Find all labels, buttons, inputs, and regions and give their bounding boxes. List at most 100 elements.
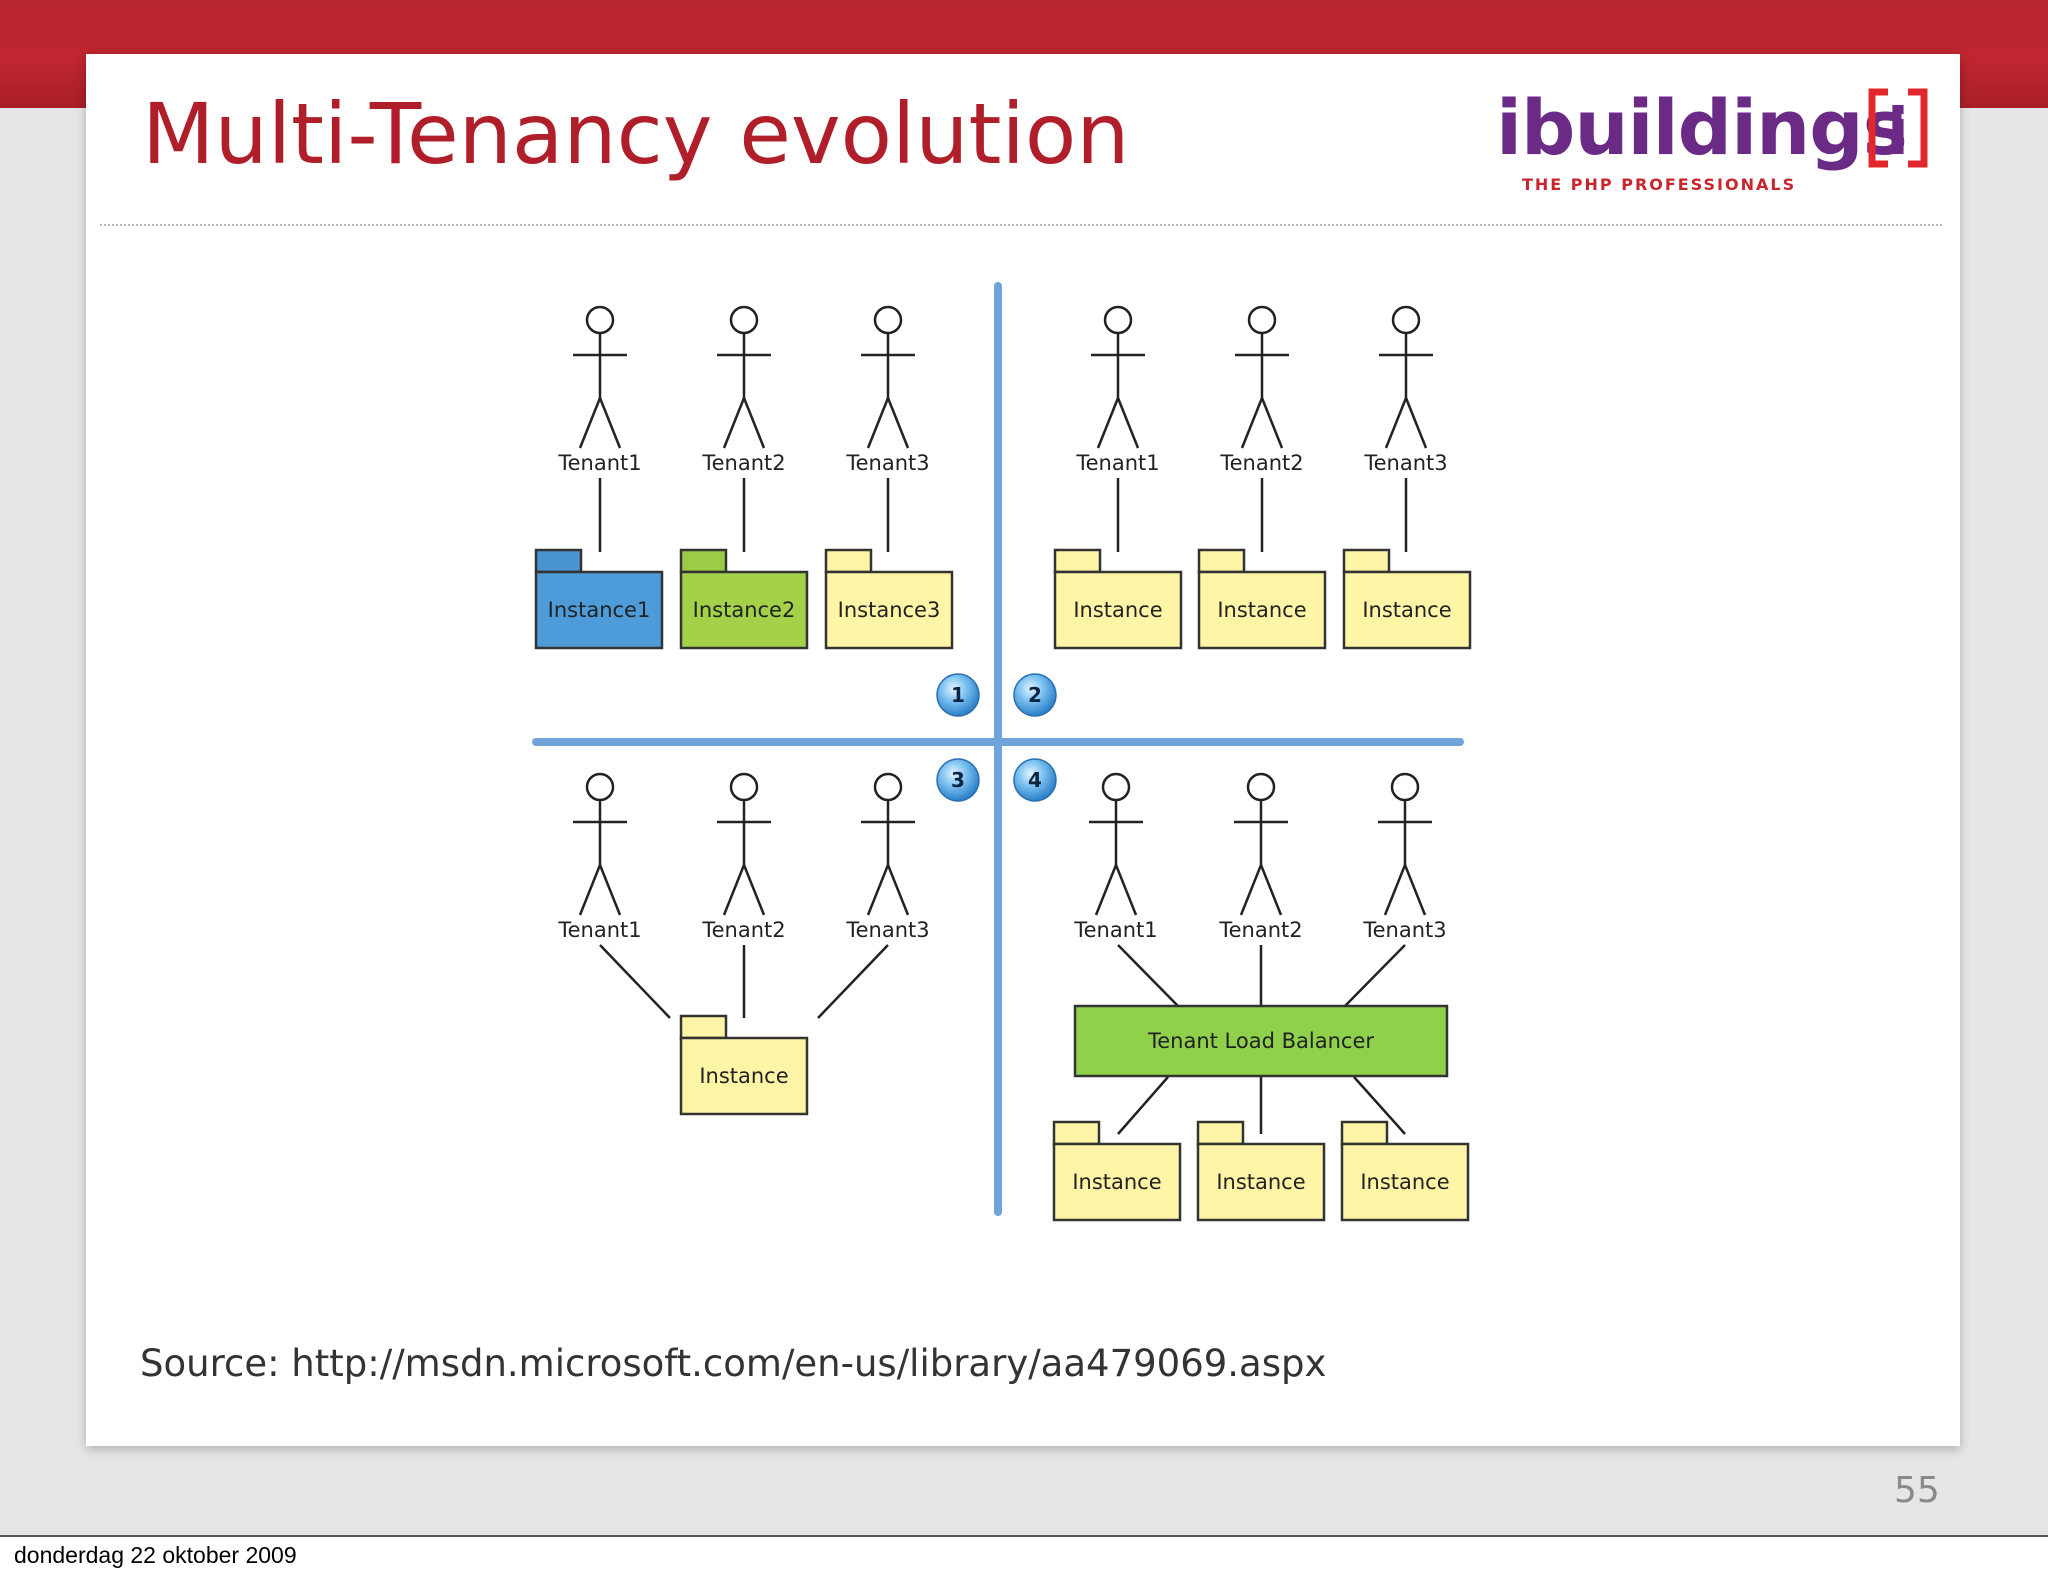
package-tab <box>1342 548 1391 574</box>
actor-icon <box>1390 772 1420 802</box>
tenant-label: Tenant3 <box>845 451 929 475</box>
tenant-label: Tenant3 <box>845 918 929 942</box>
actor-icon <box>1247 305 1277 335</box>
page-number: 55 <box>1894 1470 1940 1511</box>
package-body <box>534 570 664 650</box>
instance-package: Instance2 <box>679 548 809 650</box>
instance-label: Instance2 <box>693 598 796 622</box>
tenant-actor: Tenant2 <box>1219 305 1304 475</box>
actor-icon <box>585 772 615 802</box>
package-body <box>1342 570 1472 650</box>
tenant-actor: Tenant3 <box>845 305 930 475</box>
instance-label: Instance <box>1073 598 1162 622</box>
badge-number: 3 <box>951 768 965 792</box>
package-tab <box>534 548 583 574</box>
quadrant-1: Tenant1 Tenant2 Tenant3 Instance1 <box>534 305 954 650</box>
tenant-actor: Tenant1 <box>1075 305 1160 475</box>
actor-icon <box>729 772 759 802</box>
connector-line <box>1117 1076 1169 1135</box>
tenant-actor: Tenant3 <box>845 772 930 942</box>
quadrant-badge-4: 4 <box>1013 758 1057 802</box>
instance-label: Instance <box>1360 1170 1449 1194</box>
tenant-label: Tenant2 <box>1219 451 1303 475</box>
actor-icon <box>729 305 759 335</box>
connector-line <box>817 944 889 1019</box>
package-tab <box>679 1014 728 1040</box>
tenant-label: Tenant1 <box>1073 918 1157 942</box>
package-tab <box>1197 548 1246 574</box>
instance-package: Instance <box>1340 1120 1470 1222</box>
package-body <box>1053 570 1183 650</box>
actor-icon <box>1103 305 1133 335</box>
tenant-actor: Tenant2 <box>701 305 786 475</box>
tenant-actor: Tenant1 <box>557 305 642 475</box>
tenant-actor: Tenant2 <box>701 772 786 942</box>
actor-icon <box>585 305 615 335</box>
tenant-label: Tenant1 <box>1075 451 1159 475</box>
actor-icon <box>873 305 903 335</box>
quadrant-badge-3: 3 <box>936 758 980 802</box>
tenant-label: Tenant3 <box>1362 918 1446 942</box>
instance-package: Instance1 <box>534 548 664 650</box>
package-tab <box>679 548 728 574</box>
instance-label: Instance <box>1362 598 1451 622</box>
tenant-label: Tenant2 <box>701 918 785 942</box>
tenant-actor: Tenant2 <box>1218 772 1303 942</box>
actor-icon <box>1391 305 1421 335</box>
instance-package: Instance <box>1196 1120 1326 1222</box>
instance-label: Instance <box>1217 598 1306 622</box>
instance-package: Instance <box>1197 548 1327 650</box>
package-body <box>1340 1142 1470 1222</box>
logo-wordmark: ibuildings <box>1496 83 1908 172</box>
slide-canvas <box>86 54 1960 1446</box>
logo-tagline: THE PHP PROFESSIONALS <box>1522 175 1797 194</box>
tenant-label: Tenant2 <box>701 451 785 475</box>
instance-package: Instance <box>1342 548 1472 650</box>
quadrant-2: Tenant1 Tenant2 Tenant3 Instance <box>1053 305 1472 650</box>
package-tab <box>1340 1120 1389 1146</box>
quadrant-badge-1: 1 <box>936 673 980 717</box>
connector-line <box>1117 944 1179 1007</box>
package-body <box>824 570 954 650</box>
logo-bracket-icon: i <box>1868 88 1928 168</box>
quadrant-3: Tenant1 Tenant2 Tenant3 Instance <box>557 772 930 1116</box>
instance-label: Instance3 <box>838 598 941 622</box>
footer-date: donderdag 22 oktober 2009 <box>14 1542 297 1568</box>
footer-bar <box>0 1535 2048 1578</box>
instance-label: Instance <box>1072 1170 1161 1194</box>
slide-title: Multi-Tenancy evolution <box>142 85 1130 183</box>
quadrant-4: Tenant1 Tenant2 Tenant3 Tenant Load Bala… <box>1052 772 1470 1222</box>
package-body <box>1196 1142 1326 1222</box>
package-tab <box>1196 1120 1245 1146</box>
instance-label: Instance1 <box>548 598 651 622</box>
tenant-actor: Tenant3 <box>1363 305 1448 475</box>
actor-icon <box>873 772 903 802</box>
instance-package: Instance <box>1053 548 1183 650</box>
instance-package: Instance <box>1052 1120 1182 1222</box>
tenant-actor: Tenant1 <box>557 772 642 942</box>
badge-number: 2 <box>1028 683 1042 707</box>
instance-package: Instance <box>679 1014 809 1116</box>
tenant-label: Tenant1 <box>557 918 641 942</box>
title-divider <box>100 224 1942 226</box>
tenant-label: Tenant3 <box>1363 451 1447 475</box>
package-tab <box>1053 548 1102 574</box>
connector-line <box>1344 944 1406 1007</box>
connector-line <box>1353 1076 1406 1135</box>
quadrant-badge-2: 2 <box>1013 673 1057 717</box>
source-citation: Source: http://msdn.microsoft.com/en-us/… <box>140 1342 1327 1385</box>
instance-package: Instance3 <box>824 548 954 650</box>
tenant-load-balancer: Tenant Load Balancer <box>1073 1004 1449 1078</box>
package-body <box>1052 1142 1182 1222</box>
tenant-actor: Tenant1 <box>1073 772 1158 942</box>
tenant-label: Tenant2 <box>1218 918 1302 942</box>
instance-label: Instance <box>1216 1170 1305 1194</box>
load-balancer-label: Tenant Load Balancer <box>1147 1029 1374 1053</box>
connector-line <box>599 944 671 1019</box>
instance-label: Instance <box>699 1064 788 1088</box>
tenant-actor: Tenant3 <box>1362 772 1447 942</box>
badge-number: 4 <box>1028 768 1042 792</box>
actor-icon <box>1246 772 1276 802</box>
actor-icon <box>1101 772 1131 802</box>
package-body <box>679 1036 809 1116</box>
